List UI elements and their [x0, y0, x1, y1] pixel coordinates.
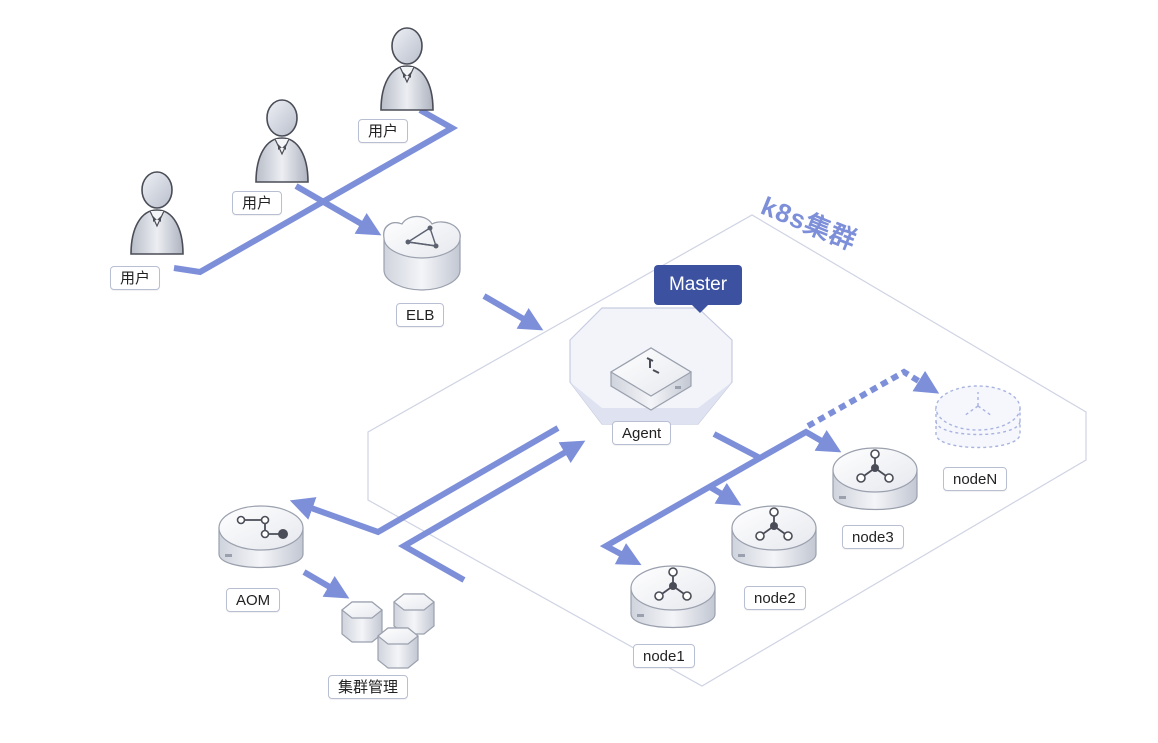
connection-lines [173, 107, 940, 599]
user-icon [130, 171, 184, 255]
agent-server-icon [609, 347, 693, 411]
node1-label: node1 [633, 644, 695, 668]
aom-icon [218, 505, 304, 568]
cluster-management-label: 集群管理 [328, 675, 409, 699]
k8s-cluster-zone [367, 214, 1087, 687]
agent-to-aom-arrow [289, 425, 560, 536]
node2-icon [731, 505, 817, 568]
user-icon [380, 27, 434, 111]
nodeN-dashed-icon [935, 385, 1021, 449]
aom-to-cluster-mgmt-arrow [302, 569, 350, 599]
node3-icon [832, 447, 918, 510]
elb-to-master-arrow [482, 293, 544, 331]
agent-to-nodes-trunk [712, 428, 842, 462]
elb-label: ELB [396, 303, 445, 327]
users-to-elb-arrow [294, 183, 382, 236]
user-label: 用户 [358, 119, 409, 143]
cluster-management-icon [341, 593, 435, 669]
to-node2-arrow [708, 482, 742, 506]
agent-label: Agent [612, 421, 672, 445]
node3-label: node3 [842, 525, 904, 549]
node2-label: node2 [744, 586, 806, 610]
nodeN-label: nodeN [943, 467, 1008, 491]
aom-label: AOM [226, 588, 281, 612]
elb-icon [383, 215, 461, 291]
cluster-mgmt-to-agent-arrow [397, 440, 586, 583]
to-nodeN-dashed-arrow [806, 368, 940, 429]
user-label: 用户 [232, 191, 283, 215]
node1-icon [630, 565, 716, 628]
user-icon [255, 99, 309, 183]
user-label: 用户 [110, 266, 161, 290]
master-badge: Master [654, 265, 742, 313]
to-node1-arrow [599, 455, 762, 566]
